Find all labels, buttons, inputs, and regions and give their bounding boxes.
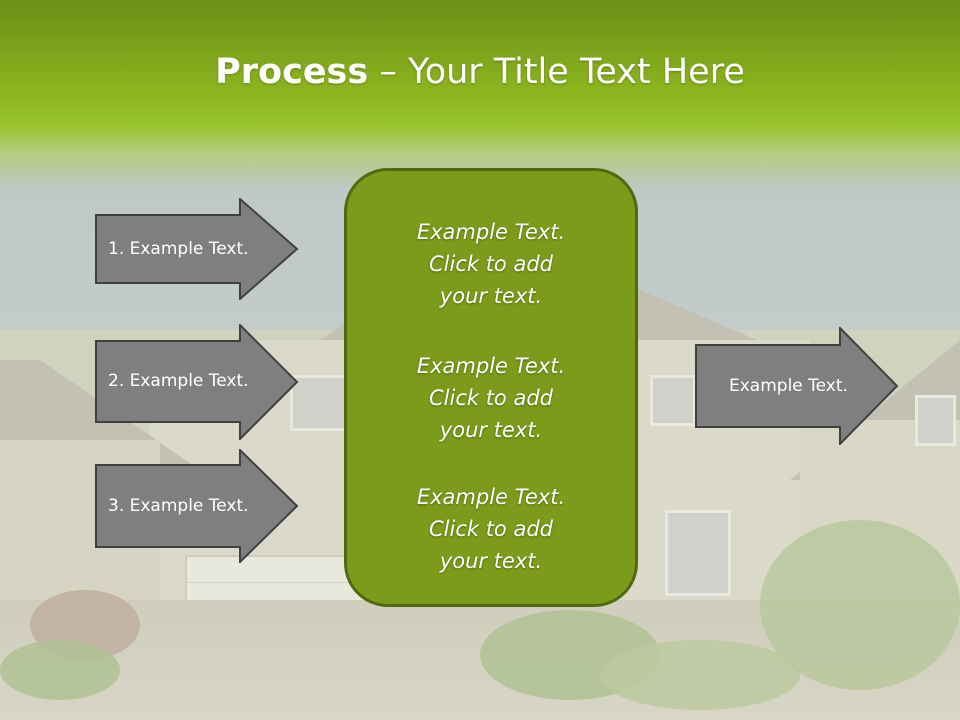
text-block-3[interactable]: Example Text. Click to add your text. bbox=[347, 481, 635, 577]
arrow-label: 3. Example Text. bbox=[108, 496, 249, 516]
house-window bbox=[915, 395, 956, 446]
block-line: Example Text. bbox=[416, 485, 566, 509]
house-window bbox=[650, 375, 696, 426]
arrow-label: Example Text. bbox=[729, 376, 848, 396]
text-block-2[interactable]: Example Text. Click to add your text. bbox=[347, 350, 635, 446]
shrub bbox=[600, 640, 800, 710]
arrow-right-shape bbox=[95, 447, 299, 565]
arrow-label: 1. Example Text. bbox=[108, 239, 249, 259]
header-band bbox=[0, 0, 960, 190]
title-rest: – Your Title Text Here bbox=[368, 52, 745, 92]
arrow-label: 2. Example Text. bbox=[108, 371, 249, 391]
process-arrow-1[interactable]: 1. Example Text. bbox=[95, 196, 299, 302]
block-line: your text. bbox=[439, 284, 543, 308]
house-window bbox=[665, 510, 731, 596]
output-arrow[interactable]: Example Text. bbox=[695, 325, 899, 447]
arrow-right-shape bbox=[95, 322, 299, 442]
block-line: Click to add bbox=[428, 517, 553, 541]
arrow-right-shape bbox=[95, 196, 299, 302]
center-text-box[interactable]: Example Text. Click to add your text. Ex… bbox=[344, 168, 638, 607]
slide-title: Process – Your Title Text Here bbox=[0, 52, 960, 92]
tree bbox=[760, 520, 960, 690]
block-line: Example Text. bbox=[416, 354, 566, 378]
arrow-right-shape bbox=[695, 325, 899, 447]
shrub bbox=[0, 640, 120, 700]
process-arrow-3[interactable]: 3. Example Text. bbox=[95, 447, 299, 565]
block-line: your text. bbox=[439, 549, 543, 573]
block-line: Example Text. bbox=[416, 220, 566, 244]
block-line: Click to add bbox=[428, 252, 553, 276]
process-arrow-2[interactable]: 2. Example Text. bbox=[95, 322, 299, 442]
title-bold: Process bbox=[215, 52, 369, 92]
block-line: Click to add bbox=[428, 386, 553, 410]
text-block-1[interactable]: Example Text. Click to add your text. bbox=[347, 216, 635, 312]
block-line: your text. bbox=[439, 418, 543, 442]
